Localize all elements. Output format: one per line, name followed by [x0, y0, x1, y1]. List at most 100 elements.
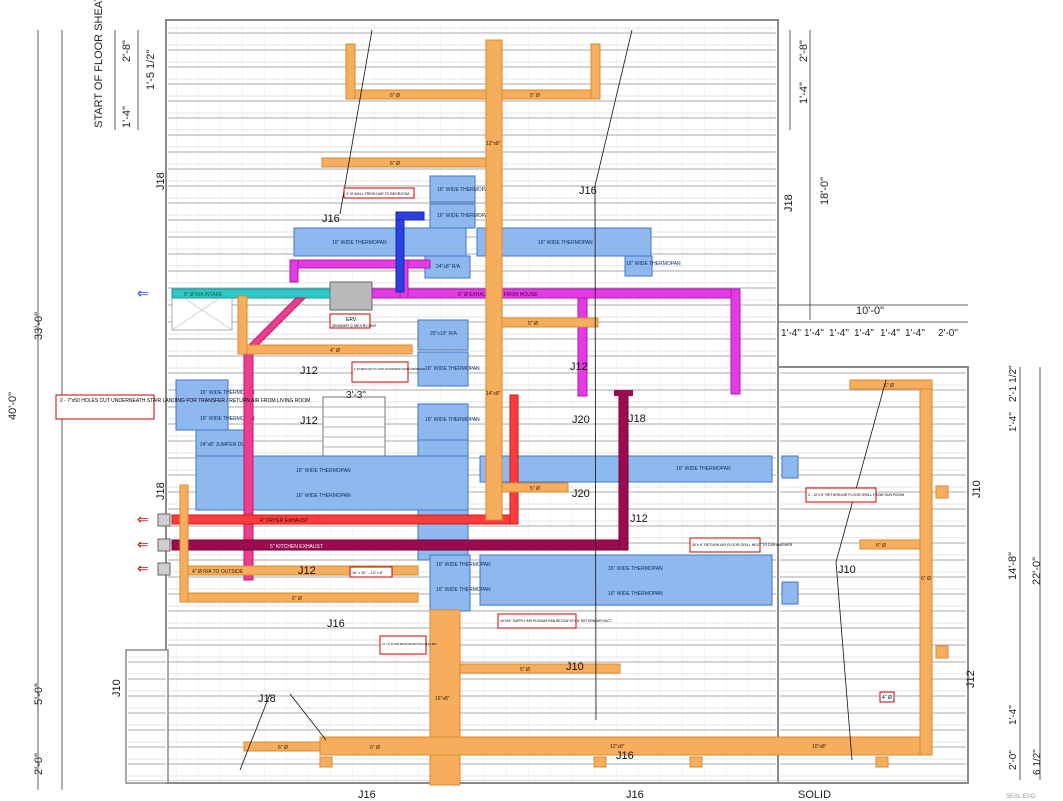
j16-f: J16 — [626, 789, 644, 801]
trunk-12x8b-label: 12"x8" — [610, 744, 625, 750]
trunk-16x8-label: 16"x8" — [435, 696, 450, 702]
solid-label: SOLID — [798, 789, 831, 801]
exterior-cap-3 — [157, 562, 171, 576]
dim-top-7: 2'-0" — [938, 328, 958, 339]
intake-label: 6" Ø R/A INTAKE — [184, 292, 223, 298]
trunk-10x8-label: 10"x8" — [812, 744, 827, 750]
dim-18-0: 18'-0" — [819, 177, 831, 205]
duct-d4-label: 5" Ø — [528, 321, 538, 327]
thermopan-p-label: 16" WIDE THERMOPAN — [436, 587, 491, 593]
dim-top-3: 1'-4" — [829, 328, 849, 339]
j16-d: J16 — [616, 750, 634, 762]
thermopan-f-label: 16" WIDE THERMOPAN — [425, 366, 480, 372]
dim-top-6: 1'-4" — [905, 328, 925, 339]
thermopan-c — [429, 175, 476, 203]
exhaust-layer: 4" DRYER EXHAUST 5" KITCHEN EXHAUST ⇐ ⇐ … — [137, 285, 633, 576]
duct-d2-label: 5" Ø — [530, 93, 540, 99]
j12-a: J12 — [300, 365, 318, 377]
dim-top-4: 1'-4" — [854, 328, 874, 339]
j12-c: J12 — [630, 513, 648, 525]
j16-b: J16 — [579, 185, 597, 197]
supply-layer: 12"x8" 14"x8" 6" Ø 5" Ø 6" Ø 5" Ø 4" Ø 5… — [179, 39, 949, 786]
note-register-box — [379, 635, 427, 655]
thermopan-b — [476, 227, 652, 257]
duct-d1-label: 6" Ø — [390, 93, 400, 99]
thermopan-o-label: 16" WIDE THERMOPAN — [436, 562, 491, 568]
note-plenum-box — [497, 613, 577, 629]
sunroom-joists — [780, 369, 966, 781]
supply-left-riser — [179, 484, 189, 603]
supply-branch-5 — [501, 482, 569, 493]
supply-sunroom-boot-1 — [935, 485, 949, 499]
thermopan-n-label: 16" WIDE THERMOPAN — [608, 591, 663, 597]
thermopan-b-label: 16" WIDE THERMOPAN — [538, 240, 593, 246]
duct-d12-label: 6" Ø — [876, 543, 886, 549]
note-sunroom: 2 - 10"x 8" RETURN AIR FLOOR GRILL FROM … — [808, 493, 904, 497]
dim-1-4-r3: 1'-4" — [1008, 705, 1019, 725]
left-bump-joists — [128, 652, 166, 781]
supply-branch-4-riser — [237, 295, 248, 355]
exterior-cap-1 — [157, 513, 171, 527]
note-sunroom-box — [805, 487, 877, 503]
j16-c: J16 — [327, 618, 345, 630]
j20-a: J20 — [572, 414, 590, 426]
duct-d6-label: 5" Ø — [530, 486, 540, 492]
exterior-cap-2 — [157, 538, 171, 552]
supply-top-right — [501, 89, 599, 100]
j18-b: J18 — [783, 194, 795, 212]
thermopan-h-label: 16" WIDE THERMOPAN — [200, 390, 255, 396]
leader-lines — [239, 29, 887, 771]
exhaust-arrow-3: ⇐ — [137, 560, 149, 576]
dim-2-8-left: 2'-8" — [121, 40, 133, 62]
fresh-air-branch-top — [289, 259, 431, 269]
thermopan-a-label: 16" WIDE THERMOPAN — [332, 240, 387, 246]
boot-bottom-1 — [593, 756, 607, 768]
dim-1-4-right: 1'-4" — [798, 82, 810, 104]
main-floor-blocking — [168, 22, 776, 781]
boot-bottom-3 — [875, 756, 889, 768]
dim-33-0: 33'-0" — [33, 312, 45, 340]
thermopan-a — [293, 227, 467, 257]
j12-d: J12 — [298, 565, 316, 577]
j20-b: J20 — [572, 488, 590, 500]
dim-2-0-left: 2'-0" — [33, 753, 45, 775]
thermopan-f — [417, 351, 469, 387]
note-small-a: 4" Ø WALL FRESH AIR TO BEDROOM — [346, 192, 409, 196]
dryer-riser — [509, 394, 519, 525]
supply-branch-2 — [321, 157, 487, 168]
intake-duct — [171, 288, 331, 299]
supply-sunroom-top — [849, 379, 933, 390]
dim-5-0: 5'-0" — [33, 683, 45, 705]
thermopan-l-label: 16" WIDE THERMOPAN — [676, 466, 731, 472]
trunk-12x8-label: 12"x8" — [486, 141, 501, 147]
note-register: 14" x 8" FLOOR REGISTER RETURN AIR TO ER… — [382, 643, 437, 646]
j10-a: J10 — [111, 679, 123, 697]
fresh-air-drop-right — [730, 288, 741, 395]
ra-20x10 — [417, 319, 469, 351]
dim-1-5-half: 1'-5 1/2" — [145, 50, 157, 90]
note-boxes: 2 - 7"x50 HOLES CUT UNDERNEATH STAIR LAN… — [55, 187, 904, 655]
kitchen-exhaust-label: 5" KITCHEN EXHAUST — [270, 544, 323, 550]
ra-24x8-label: 24"x8" R/A — [436, 264, 461, 270]
stair-treads — [323, 406, 385, 448]
supply-top-left-riser — [345, 43, 356, 100]
supply-main-trunk — [485, 39, 503, 521]
supply-branch-8 — [459, 663, 621, 674]
dim-14-8: 14'-8" — [1007, 552, 1019, 580]
thermopan-h — [175, 379, 229, 431]
dim-2-8-right: 2'-8" — [798, 40, 810, 62]
j10-c: J10 — [971, 480, 983, 498]
thermopan-c-label: 16" WIDE THERMOPAN — [437, 187, 492, 193]
dim-40-0: 40'-0" — [7, 392, 19, 420]
j12-f: J12 — [965, 670, 977, 688]
note-dishwasher-box — [689, 537, 761, 553]
thermopan-i-label: 16" WIDE THERMOPAN — [200, 416, 255, 422]
supply-branch-3 — [501, 317, 599, 328]
dim-2-1-half: 2'-1 1/2" — [1008, 365, 1019, 402]
supply-bottom-left — [243, 741, 321, 752]
dim-2-0-r: 2'-0" — [1008, 750, 1019, 770]
thermopan-g — [417, 403, 469, 441]
dim-22-0: 22'-0" — [1031, 557, 1043, 585]
j18-e: J18 — [258, 693, 276, 705]
blue-duct-horiz — [395, 211, 425, 221]
